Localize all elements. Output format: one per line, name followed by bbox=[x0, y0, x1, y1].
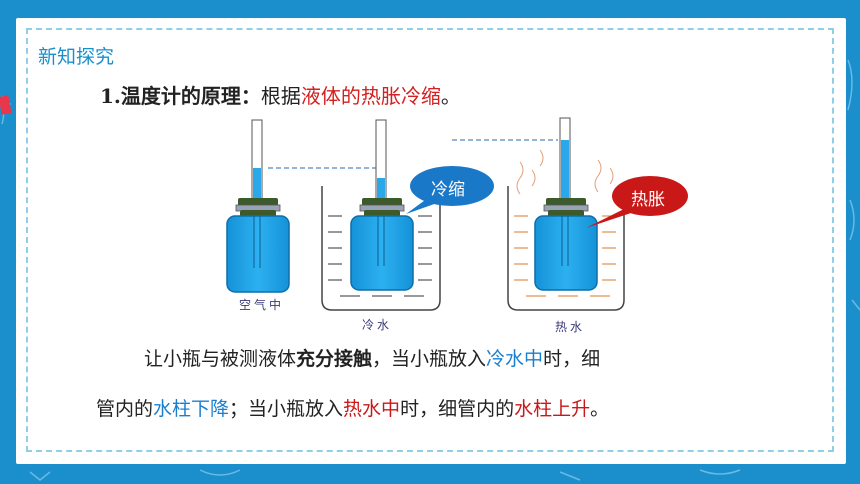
p2-part2: 水柱下降 bbox=[153, 398, 230, 420]
heading-highlight: 液体的热胀冷缩 bbox=[300, 84, 441, 108]
paragraph-line-1: 让小瓶与被测液体充分接触，当小瓶放入冷水中时，细 bbox=[144, 344, 600, 371]
caption-hot: 热水 bbox=[555, 320, 586, 334]
p2-part1: 管内的 bbox=[96, 398, 154, 420]
caption-cold: 冷水 bbox=[362, 318, 393, 332]
p1-part1: 让小瓶与被测液体 bbox=[144, 348, 297, 370]
paragraph-line-2: 管内的水柱下降；当小瓶放入热水中时，细管内的水柱上升。 bbox=[96, 394, 609, 421]
heading: 1.温度计的原理：根据液体的热胀冷缩。 bbox=[100, 80, 461, 109]
p2-part4: 热水中 bbox=[343, 398, 401, 420]
p1-part2: 充分接触 bbox=[296, 348, 373, 370]
p2-part7: 。 bbox=[590, 398, 610, 420]
p1-part4: 冷水中 bbox=[486, 348, 544, 370]
heading-prefix: 根据 bbox=[260, 84, 301, 108]
p1-part5: 时，细 bbox=[543, 348, 601, 370]
heading-label: 1.温度计的原理： bbox=[100, 84, 261, 108]
p1-part3: ，当小瓶放入 bbox=[372, 348, 487, 370]
p2-part3: ；当小瓶放入 bbox=[229, 398, 344, 420]
bubble-cold-text: 冷缩 bbox=[431, 180, 465, 200]
bubble-hot-text: 热胀 bbox=[631, 190, 665, 210]
caption-air: 空气中 bbox=[239, 298, 285, 312]
p2-part6: 水柱上升 bbox=[514, 398, 591, 420]
dashed-border bbox=[26, 28, 834, 452]
heading-suffix: 。 bbox=[440, 84, 461, 108]
section-tag: 新知探究 bbox=[38, 46, 115, 68]
p2-part5: 时，细管内的 bbox=[400, 398, 515, 420]
